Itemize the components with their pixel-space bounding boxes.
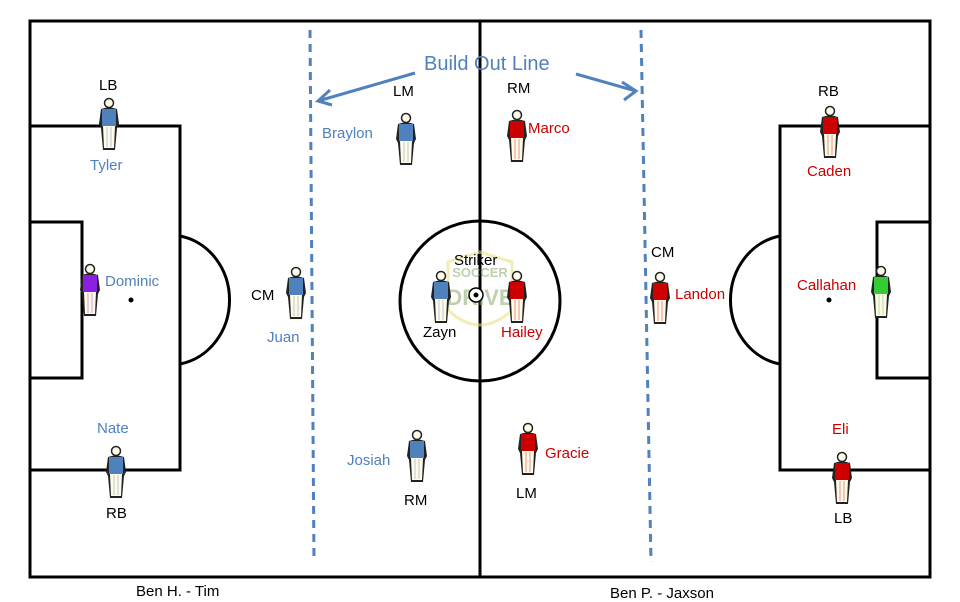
right-team-label: Ben P. - Jaxson: [610, 585, 714, 602]
player-name: Landon: [675, 286, 726, 303]
player-figure-icon: [871, 265, 891, 318]
player-name: Braylon: [322, 125, 373, 142]
player-name: Juan: [267, 329, 300, 346]
position-label: Striker: [454, 252, 498, 269]
left-penalty-spot: [128, 297, 134, 303]
player-figure-icon: [507, 109, 527, 162]
player-figure-icon: [431, 270, 451, 323]
position-label: RM: [507, 80, 531, 97]
right-arrow: [575, 72, 637, 93]
position-label: CM: [251, 287, 275, 304]
position-label: LB: [99, 77, 118, 94]
position-label: CM: [651, 244, 675, 261]
player-name: Tyler: [90, 157, 123, 174]
position-label: LM: [516, 485, 537, 502]
player-name: Gracie: [545, 445, 590, 462]
player-figure-icon: [507, 270, 527, 323]
player-figure-icon: [396, 112, 416, 165]
player-figure-icon: [832, 451, 852, 504]
player-figure-icon: [286, 266, 306, 319]
player-name: Callahan: [797, 277, 857, 294]
player-figure-icon: [407, 429, 427, 482]
player-figure-icon: [820, 105, 840, 158]
right-arrowhead-icon: [621, 80, 639, 102]
position-label: LB: [834, 510, 853, 527]
left-goal-box: [28, 220, 84, 380]
player-name: Hailey: [501, 324, 543, 341]
left-penalty-arc: [179, 234, 231, 366]
player-figure-icon: [650, 271, 670, 324]
player-name: Caden: [807, 163, 852, 180]
position-label: RB: [818, 83, 839, 100]
right-penalty-box: [778, 124, 932, 472]
player-figure-icon: [106, 445, 126, 498]
left-arrow: [317, 71, 416, 103]
player-name: Zayn: [423, 324, 457, 341]
svg-text:SOCCER: SOCCER: [452, 265, 508, 280]
left-penalty-box: [28, 124, 182, 472]
position-label: RB: [106, 505, 127, 522]
right-penalty-arc: [729, 234, 781, 366]
build-out-line-label: Build Out Line: [424, 53, 550, 75]
left-team-label: Ben H. - Tim: [136, 583, 220, 600]
player-name: Marco: [528, 120, 570, 137]
left-arrowhead-icon: [315, 88, 333, 107]
position-label: RM: [404, 492, 428, 509]
player-figure-icon: [80, 263, 100, 316]
ball-icon: [468, 287, 484, 303]
position-label: LM: [393, 83, 414, 100]
player-name: Dominic: [105, 273, 160, 290]
center-circle: [398, 219, 562, 383]
player-figure-icon: [518, 422, 538, 475]
player-name: Nate: [97, 420, 129, 437]
player-figure-icon: [99, 97, 119, 150]
left-build-out-line: [308, 29, 316, 563]
player-name: Josiah: [347, 452, 391, 469]
right-build-out-line: [639, 29, 653, 563]
right-penalty-spot: [826, 297, 832, 303]
player-name: Eli: [832, 421, 849, 438]
